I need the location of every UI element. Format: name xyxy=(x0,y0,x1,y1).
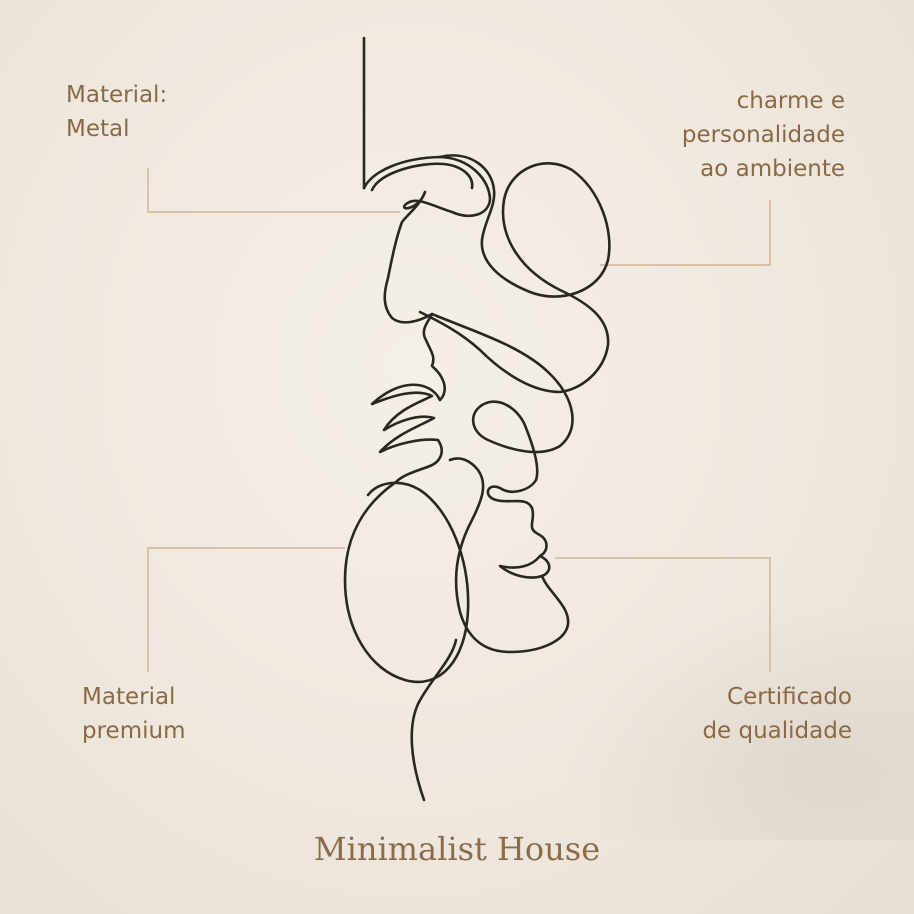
feature-label-line: de qualidade xyxy=(702,718,852,744)
feature-label-line: Material xyxy=(82,684,176,710)
feature-label-charm: charme e personalidade ao ambiente xyxy=(682,84,845,186)
plant-shadow xyxy=(560,600,914,840)
upper-loop xyxy=(430,312,574,482)
connector-top-left xyxy=(147,168,400,213)
feature-label-material: Material: Metal xyxy=(66,78,167,146)
upper-hair-curls xyxy=(370,154,611,394)
lower-hair-curls xyxy=(343,457,570,684)
upper-face-profile xyxy=(362,155,492,402)
brand-name: Minimalist House xyxy=(313,830,601,868)
connector-bottom-left xyxy=(147,547,345,672)
feature-label-line: Certificado xyxy=(727,684,852,710)
feature-label-line: charme e xyxy=(736,88,845,114)
lower-face-profile xyxy=(370,383,551,579)
feature-label-line: Metal xyxy=(66,116,130,142)
feature-label-line: premium xyxy=(82,718,186,744)
connector-bottom-right xyxy=(555,557,771,672)
feature-label-certificate: Certificado de qualidade xyxy=(702,680,852,748)
feature-label-line: ao ambiente xyxy=(700,156,845,182)
feature-label-line: Material: xyxy=(66,82,168,108)
connector-lines xyxy=(147,168,771,672)
feature-label-line: personalidade xyxy=(681,122,845,148)
lower-neck xyxy=(410,638,458,802)
feature-label-premium: Material premium xyxy=(82,680,185,748)
line-art xyxy=(343,36,611,802)
connector-top-right xyxy=(600,200,771,266)
